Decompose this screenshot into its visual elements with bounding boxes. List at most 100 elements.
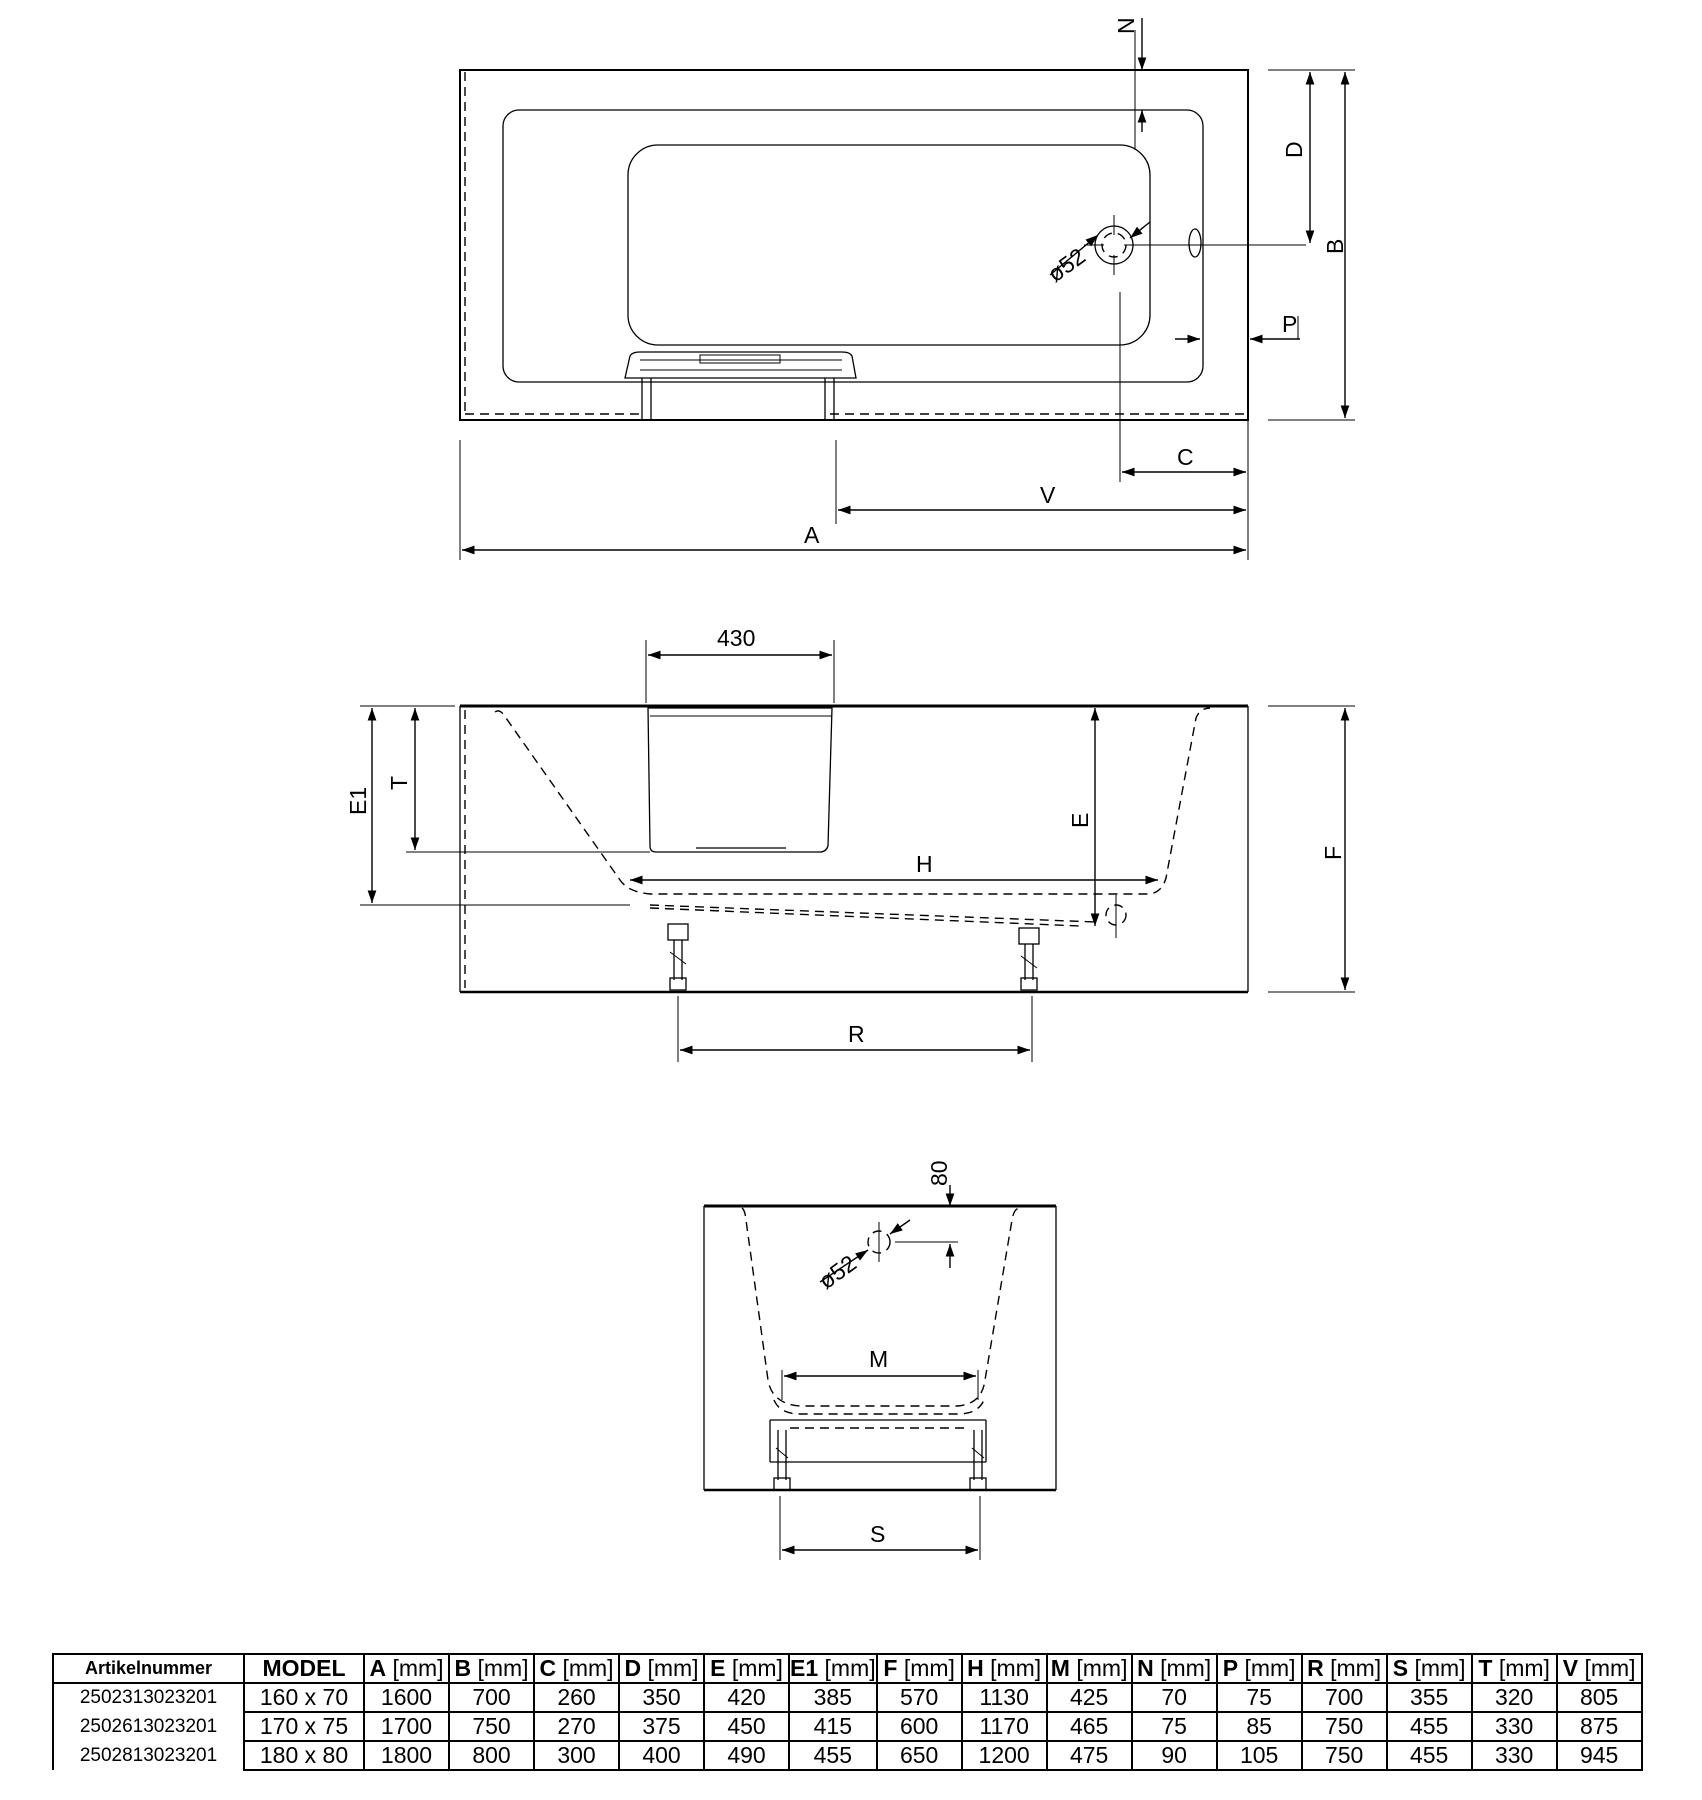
dim-80-label: 80 — [926, 1160, 952, 1186]
header-col-H: H [mm] — [960, 1653, 1048, 1684]
value-cell-V: 945 — [1555, 1740, 1643, 1771]
header-model: MODEL — [243, 1653, 365, 1684]
header-col-B: B [mm] — [448, 1653, 535, 1684]
dim-E1-label: E1 — [345, 787, 371, 815]
dim-R-label: R — [848, 1021, 865, 1047]
header-col-E: E [mm] — [703, 1653, 790, 1684]
value-cell-S: 455 — [1385, 1711, 1473, 1742]
header-col-N: N [mm] — [1130, 1653, 1218, 1684]
value-cell-E: 490 — [703, 1740, 790, 1771]
value-cell-R: 750 — [1300, 1711, 1388, 1742]
value-cell-P: 85 — [1215, 1711, 1303, 1742]
header-col-M: M [mm] — [1045, 1653, 1133, 1684]
value-cell-D: 400 — [618, 1740, 705, 1771]
header-col-S: S [mm] — [1385, 1653, 1473, 1684]
value-cell-P: 75 — [1215, 1682, 1303, 1713]
value-cell-V: 805 — [1555, 1682, 1643, 1713]
value-cell-M: 475 — [1045, 1740, 1133, 1771]
leg-left — [667, 923, 689, 991]
dim-P-label: P — [1282, 311, 1297, 337]
article-number-cell: 2502813023201 — [52, 1741, 245, 1770]
value-cell-D: 375 — [618, 1711, 705, 1742]
end-basin-profile — [741, 1207, 1021, 1407]
value-cell-A: 1600 — [363, 1682, 450, 1713]
model-cell: 160 x 70 — [243, 1682, 365, 1713]
end-leg-right — [969, 1430, 987, 1491]
article-number-cell: 2502613023201 — [52, 1712, 245, 1741]
value-cell-R: 750 — [1300, 1740, 1388, 1771]
dim-V-label: V — [1040, 482, 1056, 508]
value-cell-H: 1200 — [960, 1740, 1048, 1771]
value-cell-F: 570 — [875, 1682, 963, 1713]
table-header-row: Artikelnummer MODEL A [mm]B [mm]C [mm]D … — [52, 1653, 1643, 1684]
header-col-F: F [mm] — [875, 1653, 963, 1684]
model-cell: 170 x 75 — [243, 1711, 365, 1742]
top-view: ø52 N D B P C V A — [459, 17, 1355, 560]
dim-430-label: 430 — [717, 625, 755, 651]
value-cell-C: 260 — [533, 1682, 620, 1713]
end-view: ø52 80 M S — [703, 1160, 1057, 1560]
header-article: Artikelnummer — [52, 1653, 245, 1684]
header-col-T: T [mm] — [1470, 1653, 1558, 1684]
value-cell-P: 105 — [1215, 1740, 1303, 1771]
value-cell-N: 75 — [1130, 1711, 1218, 1742]
header-col-C: C [mm] — [533, 1653, 620, 1684]
header-col-V: V [mm] — [1555, 1653, 1643, 1684]
dim-F-label: F — [1320, 846, 1346, 860]
dim-B-label: B — [1322, 239, 1348, 254]
value-cell-B: 700 — [448, 1682, 535, 1713]
value-cell-T: 320 — [1470, 1682, 1558, 1713]
overflow-icon — [1188, 228, 1202, 258]
value-cell-V: 875 — [1555, 1711, 1643, 1742]
value-cell-E1: 385 — [788, 1682, 878, 1713]
value-cell-A: 1700 — [363, 1711, 450, 1742]
value-cell-B: 750 — [448, 1711, 535, 1742]
value-cell-F: 650 — [875, 1740, 963, 1771]
value-cell-E: 420 — [703, 1682, 790, 1713]
value-cell-T: 330 — [1470, 1740, 1558, 1771]
value-cell-E1: 415 — [788, 1711, 878, 1742]
model-cell: 180 x 80 — [243, 1740, 365, 1771]
value-cell-B: 800 — [448, 1740, 535, 1771]
dim-C-label: C — [1177, 444, 1194, 470]
value-cell-N: 90 — [1130, 1740, 1218, 1771]
value-cell-M: 465 — [1045, 1711, 1133, 1742]
value-cell-A: 1800 — [363, 1740, 450, 1771]
header-col-P: P [mm] — [1215, 1653, 1303, 1684]
front-panel-top — [624, 351, 857, 379]
dim-T-label: T — [386, 776, 412, 790]
dim-H-label: H — [916, 851, 933, 877]
value-cell-C: 270 — [533, 1711, 620, 1742]
drain-diameter-label: ø52 — [1043, 243, 1090, 287]
leg-right — [1018, 927, 1040, 991]
value-cell-H: 1130 — [960, 1682, 1048, 1713]
value-cell-S: 355 — [1385, 1682, 1473, 1713]
value-cell-F: 600 — [875, 1711, 963, 1742]
header-col-A: A [mm] — [363, 1653, 450, 1684]
value-cell-E: 450 — [703, 1711, 790, 1742]
front-panel-side — [647, 707, 833, 853]
value-cell-S: 455 — [1385, 1740, 1473, 1771]
value-cell-H: 1170 — [960, 1711, 1048, 1742]
tub-rim-inner — [502, 109, 1204, 383]
value-cell-T: 330 — [1470, 1711, 1558, 1742]
value-cell-D: 350 — [618, 1682, 705, 1713]
side-view: 430 E1 T E H F R — [345, 625, 1355, 1062]
basin-profile — [494, 707, 1211, 895]
dim-N-label: N — [1113, 17, 1139, 34]
header-col-E1: E1 [mm] — [788, 1653, 878, 1684]
header-col-D: D [mm] — [618, 1653, 705, 1684]
dim-E-label: E — [1067, 813, 1093, 828]
value-cell-N: 70 — [1130, 1682, 1218, 1713]
dim-A-label: A — [804, 522, 820, 548]
value-cell-M: 425 — [1045, 1682, 1133, 1713]
dim-M-label: M — [869, 1346, 888, 1372]
dim-D-label: D — [1281, 141, 1307, 158]
header-col-R: R [mm] — [1300, 1653, 1388, 1684]
dimensions-table: Artikelnummer MODEL A [mm]B [mm]C [mm]D … — [52, 1653, 1643, 1771]
dim-S-label: S — [870, 1521, 885, 1547]
